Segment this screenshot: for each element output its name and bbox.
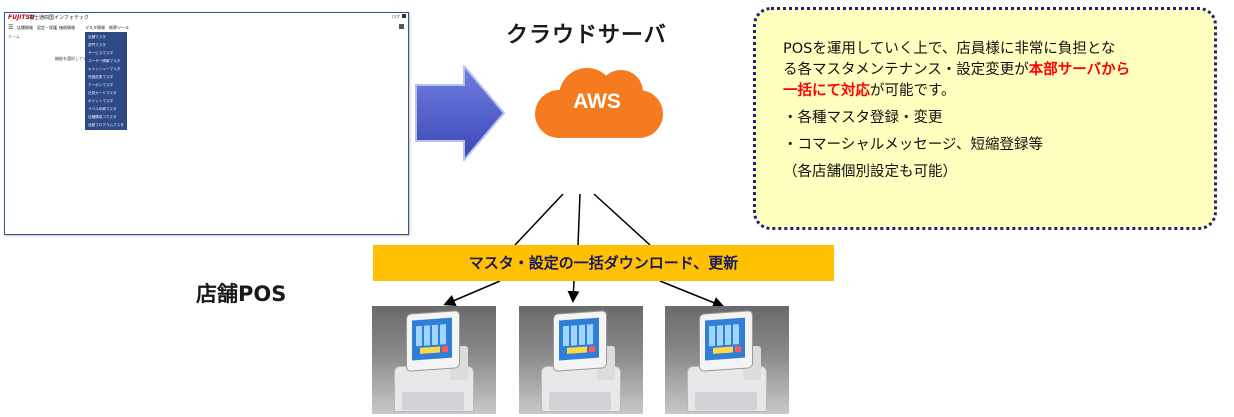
breadcrumb: ホーム bbox=[8, 34, 20, 39]
screen-nav: ☰ 店舗情報 設定・保護 価格情報 マスタ情報 帳票ツール bbox=[5, 24, 408, 32]
menu-item: キャッシャーマスタ bbox=[88, 67, 121, 71]
aws-label: AWS bbox=[573, 90, 621, 113]
pos-screen bbox=[406, 310, 460, 372]
management-screen: FUJITSU 富士通四国インフォテック ログ ☰ 店舗情報 設定・保護 価格情… bbox=[4, 12, 409, 235]
right-arrow-icon bbox=[415, 65, 506, 161]
arrow-to-pos bbox=[567, 280, 580, 303]
note-bullet: ・コマーシャルメッセージ、短縮登録等 bbox=[783, 137, 1043, 153]
note-text-span: が可能です。 bbox=[870, 83, 956, 99]
note-bullet: ・各種マスタ登録・変更 bbox=[783, 110, 943, 126]
dropdown-menu: 店舗マスタ 部門マスタ サービスマスタ ユーザー情報マスタ キャッシャーマスタ … bbox=[85, 32, 127, 130]
pos-screen bbox=[553, 310, 607, 372]
note-box bbox=[753, 7, 1217, 230]
menu-item: 店舗構成コマスタ bbox=[88, 115, 117, 119]
fujitsu-logo: FUJITSU bbox=[8, 14, 35, 21]
store-pos-label: 店舗POS bbox=[196, 282, 287, 306]
nav-item: 設定・保護 bbox=[37, 25, 57, 30]
banner-text: マスタ・設定の一括ダウンロード、更新 bbox=[468, 254, 739, 272]
arrow-to-pos bbox=[443, 280, 501, 306]
highlight-text: 本部サーバから bbox=[1028, 62, 1131, 78]
line-cloud-to-banner bbox=[514, 193, 564, 246]
line-cloud-to-banner bbox=[577, 193, 581, 246]
nav-item: 価格情報 bbox=[59, 25, 75, 30]
menu-item: ポイントマスタ bbox=[88, 99, 114, 103]
menu-item: ラベル印刷マスタ bbox=[88, 107, 117, 111]
pos-terminal bbox=[519, 306, 643, 414]
power-icon bbox=[402, 14, 406, 18]
user-label: ログ bbox=[392, 14, 400, 19]
screen-header: FUJITSU 富士通四国インフォテック ログ bbox=[5, 13, 408, 23]
pos-drawer bbox=[695, 392, 757, 410]
menu-item: 店舗マスタ bbox=[88, 35, 106, 39]
menu-item: 売価変更マスタ bbox=[88, 75, 114, 79]
pos-drawer bbox=[549, 392, 611, 410]
line-cloud-to-banner bbox=[593, 193, 651, 246]
pos-terminal bbox=[665, 306, 789, 414]
note-line: POSを運用していく上で、店員様に非常に負担とな bbox=[783, 41, 1116, 57]
highlight-text: 一括にて対応 bbox=[783, 83, 870, 99]
note-text-span: る各マスタメンテナンス・設定変更が bbox=[783, 62, 1029, 78]
note-line: 一括にて対応が可能です。 bbox=[783, 81, 1213, 102]
app-title: 富士通四国インフォテック bbox=[29, 15, 89, 21]
cloud-server-title: クラウドサーバ bbox=[506, 23, 667, 48]
menu-item: ユーザー情報マスタ bbox=[88, 59, 121, 63]
nav-item: マスタ情報 bbox=[85, 25, 105, 30]
aws-cloud-icon bbox=[535, 68, 663, 138]
menu-item: 自動プログラムマスタ bbox=[88, 123, 124, 127]
screen-button-icon bbox=[399, 24, 404, 29]
arrow-to-pos bbox=[659, 280, 725, 309]
nav-item: 帳票ツール bbox=[109, 25, 129, 30]
nav-item: 店舗情報 bbox=[17, 25, 33, 30]
menu-item: クーポンマスタ bbox=[88, 83, 114, 87]
menu-item: サービスマスタ bbox=[88, 51, 114, 55]
note-bullet: （各店舗個別設定も可能） bbox=[783, 164, 957, 180]
pos-display bbox=[705, 317, 745, 361]
menu-item: 部門マスタ bbox=[88, 43, 106, 47]
menu-item: 社員カードマスタ bbox=[88, 91, 117, 95]
note-text: POSを運用していく上で、店員様に非常に負担とな る各マスタメンテナンス・設定変… bbox=[783, 39, 1213, 183]
pos-screen bbox=[699, 310, 753, 372]
hamburger-icon: ☰ bbox=[8, 24, 14, 31]
pos-display bbox=[412, 317, 452, 361]
note-line: る各マスタメンテナンス・設定変更が本部サーバから bbox=[783, 60, 1213, 81]
download-banner bbox=[373, 245, 834, 281]
pos-drawer bbox=[402, 392, 464, 410]
pos-terminal bbox=[372, 306, 496, 414]
pos-display bbox=[559, 317, 599, 361]
page-text: 機能を選択してください。 bbox=[55, 56, 103, 61]
